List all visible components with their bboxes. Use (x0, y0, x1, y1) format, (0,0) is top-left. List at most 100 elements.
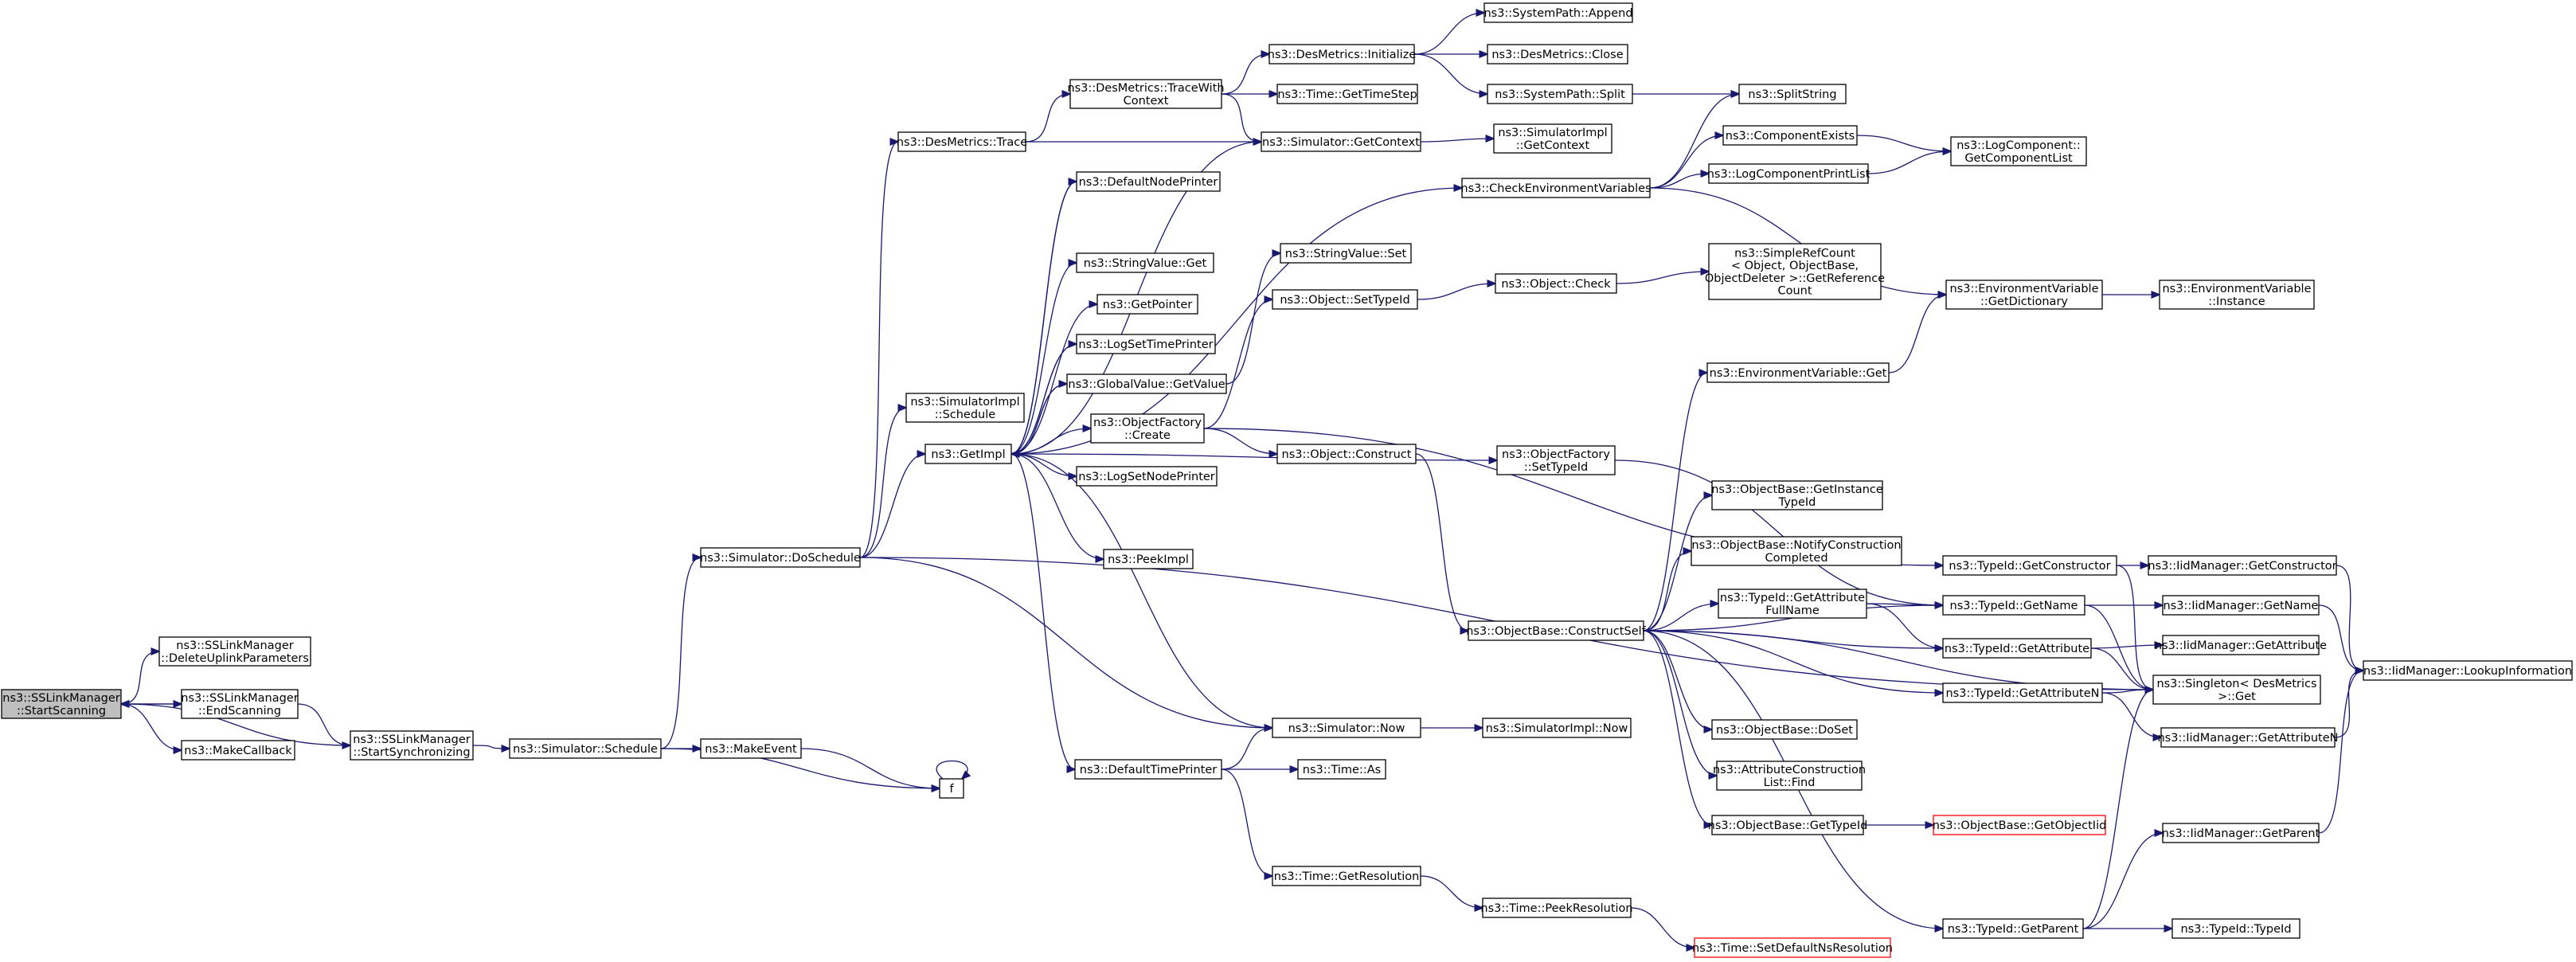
node-box (1076, 171, 1221, 192)
node-objcheck[interactable]: ns3::Object::Check (1495, 273, 1617, 294)
node-iidgetattrn[interactable]: ns3::IidManager::GetAttributeN (2157, 727, 2339, 748)
node-deluplink[interactable]: ns3::SSLinkManager::DeleteUplinkParamete… (158, 636, 311, 667)
node-getpointer[interactable]: ns3::GetPointer (1096, 294, 1198, 315)
node-endscan[interactable]: ns3::SSLinkManager::EndScanning (181, 689, 299, 719)
node-peekimpl[interactable]: ns3::PeekImpl (1103, 549, 1194, 569)
node-box (1694, 937, 1891, 958)
node-simgetctx[interactable]: ns3::Simulator::GetContext (1261, 131, 1421, 152)
node-envinstance[interactable]: ns3::EnvironmentVariable::Instance (2159, 280, 2315, 310)
node-box (1482, 897, 1632, 918)
node-label: ns3::SSLinkManager (181, 692, 298, 705)
node-checkenv[interactable]: ns3::CheckEnvironmentVariables (1460, 178, 1652, 198)
node-envgetdict[interactable]: ns3::EnvironmentVariable::GetDictionary (1945, 280, 2103, 310)
node-f[interactable]: f (939, 778, 964, 799)
node-tigetattr[interactable]: ns3::TypeId::GetAttribute (1942, 638, 2092, 659)
node-box (1495, 273, 1617, 294)
node-srcgetrefcount[interactable]: ns3::SimpleRefCount< Object, ObjectBase,… (1705, 243, 1885, 300)
node-defnodeprinter[interactable]: ns3::DefaultNodePrinter (1076, 171, 1221, 192)
node-singletonget[interactable]: ns3::Singleton< DesMetrics >::Get (2152, 675, 2321, 705)
node-tigetattrn[interactable]: ns3::TypeId::GetAttributeN (1942, 682, 2103, 703)
node-timegetstep[interactable]: ns3::Time::GetTimeStep (1276, 84, 1418, 104)
node-strvalget[interactable]: ns3::StringValue::Get (1076, 252, 1214, 273)
node-objconstruct[interactable]: ns3::Object::Construct (1276, 444, 1417, 464)
node-timesetdefns[interactable]: ns3::Time::SetDefaultNsResolution (1692, 937, 1893, 958)
node-label: ::EndScanning (198, 705, 281, 718)
node-label: ns3::AttributeConstruction (1713, 764, 1866, 776)
edge-tigetattr-to-singletonget (2090, 647, 2153, 690)
edge-doschedule-to-simnow (859, 557, 1272, 728)
node-schedule[interactable]: ns3::Simulator::Schedule (509, 738, 662, 759)
node-logsettime[interactable]: ns3::LogSetTimePrinter (1076, 334, 1216, 354)
node-dmtrace[interactable]: ns3::DesMetrics::Trace (897, 131, 1027, 152)
node-ofsettypeid[interactable]: ns3::ObjectFactory::SetTypeId (1496, 445, 1616, 475)
node-iidgetparent[interactable]: ns3::IidManager::GetParent (2162, 823, 2320, 843)
node-obgetobjectiid[interactable]: ns3::ObjectBase::GetObjectIid (1933, 815, 2107, 835)
edge-simnow-to-getimpl (1011, 454, 1273, 729)
node-strvalset[interactable]: ns3::StringValue::Set (1280, 243, 1412, 264)
node-ofcreate[interactable]: ns3::ObjectFactory::Create (1090, 413, 1205, 444)
node-deftimeprinter[interactable]: ns3::DefaultTimePrinter (1074, 759, 1222, 780)
node-tigetconstructor[interactable]: ns3::TypeId::GetConstructor (1942, 555, 2117, 576)
node-simimplsched[interactable]: ns3::SimulatorImpl::Schedule (905, 393, 1025, 423)
node-timegetres[interactable]: ns3::Time::GetResolution (1272, 866, 1421, 886)
node-doschedule[interactable]: ns3::Simulator::DoSchedule (700, 547, 861, 568)
node-dmclose[interactable]: ns3::DesMetrics::Close (1487, 44, 1628, 65)
node-start[interactable]: ns3::SSLinkManager::StartScanning (1, 689, 122, 719)
node-lcgetlist[interactable]: ns3::LogComponent::GetComponentList (1950, 136, 2087, 166)
node-label: ns3::SSLinkManager (176, 639, 293, 652)
node-label: ::DeleteUplinkParameters (161, 652, 309, 665)
node-box (1276, 84, 1418, 104)
node-simnow[interactable]: ns3::Simulator::Now (1272, 718, 1421, 738)
node-titypeid[interactable]: ns3::TypeId::TypeId (2171, 918, 2300, 939)
node-getimpl[interactable]: ns3::GetImpl (924, 444, 1012, 464)
node-iidgetconstructor[interactable]: ns3::IidManager::GetConstructor (2148, 555, 2337, 576)
node-syssplit[interactable]: ns3::SystemPath::Split (1487, 84, 1633, 104)
node-label: ns3::GetImpl (931, 448, 1005, 461)
node-gvgetvalue[interactable]: ns3::GlobalValue::GetValue (1066, 373, 1227, 394)
node-makeevent[interactable]: ns3::MakeEvent (700, 738, 802, 759)
node-label: ::Create (1124, 429, 1171, 442)
node-obdoset[interactable]: ns3::ObjectBase::DoSet (1711, 719, 1858, 740)
node-compexists[interactable]: ns3::ComponentExists (1722, 125, 1858, 146)
edge-deftimeprinter-to-timegetres (1221, 768, 1272, 876)
node-box (2363, 660, 2573, 681)
node-tigetparent[interactable]: ns3::TypeId::GetParent (1942, 918, 2084, 939)
node-box (509, 738, 662, 759)
node-simimplnow[interactable]: ns3::SimulatorImpl::Now (1482, 718, 1632, 738)
node-label: ns3::GetPointer (1103, 299, 1193, 311)
node-iidlookup[interactable]: ns3::IidManager::LookupInformation (2363, 660, 2573, 681)
edge-simgetctx-to-simimplgetctx (1420, 139, 1494, 142)
node-timepeekres[interactable]: ns3::Time::PeekResolution (1480, 897, 1633, 918)
node-sysappend[interactable]: ns3::SystemPath::Append (1483, 2, 1633, 23)
node-startsync[interactable]: ns3::SSLinkManager::StartSynchronizing (350, 730, 474, 761)
node-obgettypeid[interactable]: ns3::ObjectBase::GetTypeId (1708, 815, 1868, 835)
node-iidgetname[interactable]: ns3::IidManager::GetName (2162, 595, 2320, 616)
node-obnotify[interactable]: ns3::ObjectBase::NotifyConstructionCompl… (1691, 536, 1902, 566)
node-makecb[interactable]: ns3::MakeCallback (181, 740, 295, 761)
edge-timepeekres-to-timesetdefns (1630, 907, 1695, 948)
node-envget[interactable]: ns3::EnvironmentVariable::Get (1706, 362, 1890, 383)
node-logsetnode[interactable]: ns3::LogSetNodePrinter (1076, 466, 1218, 487)
node-label: ns3::Time::PeekResolution (1480, 902, 1632, 915)
node-label: ns3::IidManager::GetAttributeN (2157, 732, 2338, 745)
node-label: ns3::SimulatorImpl (910, 396, 1019, 409)
node-simimplgetctx[interactable]: ns3::SimulatorImpl::GetContext (1493, 123, 1612, 154)
node-tigetname[interactable]: ns3::TypeId::GetName (1942, 595, 2085, 616)
node-label: List::Find (1764, 776, 1816, 789)
edge-f-to-f (936, 760, 967, 780)
edge-iidgetname-to-iidlookup (2318, 604, 2363, 671)
node-iidgetattr[interactable]: ns3::IidManager::GetAttribute (2155, 635, 2327, 655)
node-obconstructself[interactable]: ns3::ObjectBase::ConstructSelf (1466, 620, 1647, 641)
node-logcompprint[interactable]: ns3::LogComponentPrintList (1707, 163, 1870, 184)
node-label: ns3::TypeId::GetAttribute (1720, 592, 1865, 604)
node-box (2162, 635, 2320, 655)
node-splitstring[interactable]: ns3::SplitString (1738, 84, 1847, 104)
node-timeas[interactable]: ns3::Time::As (1297, 759, 1386, 780)
node-objsettypeid[interactable]: ns3::Object::SetTypeId (1272, 289, 1418, 310)
node-dminit[interactable]: ns3::DesMetrics::Initialize (1268, 44, 1417, 65)
